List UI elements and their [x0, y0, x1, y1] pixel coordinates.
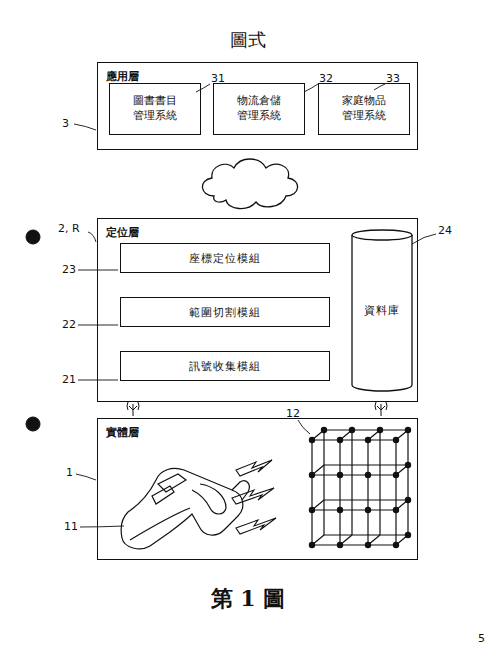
shelf-node: [349, 427, 354, 432]
shelf-bar: [323, 430, 324, 535]
shelf-node: [405, 497, 410, 502]
callout-number: 33: [386, 72, 400, 85]
handheld-reader: [121, 468, 249, 548]
database-cylinder: 資料庫: [351, 229, 413, 391]
shelf-bar: [379, 430, 380, 535]
layer-box: 定位層座標定位模組範圍切割模組訊號收集模組 資料庫: [97, 218, 418, 402]
margin-dot: [26, 230, 40, 244]
shelf-node: [309, 542, 314, 547]
layer-heading: 應用層: [106, 69, 139, 84]
page-title: 圖式: [230, 28, 266, 52]
node-label: 資料庫: [364, 303, 400, 318]
shelf-bar: [312, 474, 396, 475]
system-box: 圖書書目 管理系統: [109, 83, 201, 135]
callout-number: 1: [66, 466, 73, 479]
callout-number: 24: [438, 224, 452, 237]
callout-number: 2, R: [58, 222, 80, 235]
shelf-node: [309, 507, 314, 512]
shelf-node: [405, 427, 410, 432]
page-number: 5: [478, 632, 485, 645]
shelf-node: [393, 472, 398, 477]
node-label: 圖書書目 管理系統: [129, 94, 181, 124]
signal-bolt: [232, 460, 276, 534]
callout-number: 21: [62, 373, 76, 386]
callout-number: 22: [62, 318, 76, 331]
callout-number: 11: [64, 520, 78, 533]
antenna: [127, 402, 387, 416]
shelf-bar: [351, 430, 352, 535]
callout-number: 31: [211, 72, 225, 85]
system-box: 家庭物品 管理系統: [318, 83, 410, 135]
callout-number: 12: [286, 407, 300, 420]
node-label: 物流倉儲 管理系統: [233, 94, 285, 124]
module-box: 範圍切割模組: [120, 297, 330, 327]
shelf-node: [393, 437, 398, 442]
shelf-node: [337, 542, 342, 547]
layer-heading: 定位層: [106, 225, 139, 240]
shelf-node: [365, 507, 370, 512]
layer-heading: 實體層: [106, 425, 139, 440]
callout-number: 3: [62, 117, 69, 130]
shelf-node: [365, 542, 370, 547]
shelf-node: [365, 437, 370, 442]
layer-box: 應用層圖書書目 管理系統 物流倉儲 管理系統 家庭物品 管理系統: [97, 62, 418, 150]
shelf-node: [405, 462, 410, 467]
shelf-node: [405, 532, 410, 537]
shelf-node: [377, 427, 382, 432]
shelf-node: [321, 427, 326, 432]
callout-number: 32: [319, 72, 333, 85]
module-box: 座標定位模組: [120, 243, 330, 273]
shelf-node: [309, 472, 314, 477]
figure-caption: 第 1 圖: [211, 584, 286, 614]
system-box: 物流倉儲 管理系統: [213, 83, 305, 135]
node-label: 範圍切割模組: [189, 305, 261, 320]
node-label: 家庭物品 管理系統: [338, 94, 390, 124]
shelf-grid: [309, 427, 410, 547]
shelf-bar: [395, 440, 396, 545]
callout-number: 23: [62, 263, 76, 276]
shelf-node: [365, 472, 370, 477]
module-box: 訊號收集模組: [120, 351, 330, 381]
shelf-node: [337, 472, 342, 477]
shelf-node: [337, 437, 342, 442]
shelf-bar: [312, 509, 396, 510]
node-label: 訊號收集模組: [189, 359, 261, 374]
layer-box: 實體層: [97, 418, 418, 560]
shelf-bar: [311, 440, 312, 545]
margin-dot: [26, 417, 40, 431]
shelf-bar: [324, 429, 408, 430]
shelf-bar: [367, 440, 368, 545]
shelf-bar: [312, 544, 396, 545]
shelf-node: [309, 437, 314, 442]
node-label: 座標定位模組: [189, 251, 261, 266]
shelf-bar: [339, 440, 340, 545]
shelf-node: [337, 507, 342, 512]
shelf-bar: [407, 430, 408, 535]
leader-line: [74, 84, 436, 527]
shelf-node: [393, 507, 398, 512]
shelf-node: [393, 542, 398, 547]
cloud: [202, 159, 297, 209]
